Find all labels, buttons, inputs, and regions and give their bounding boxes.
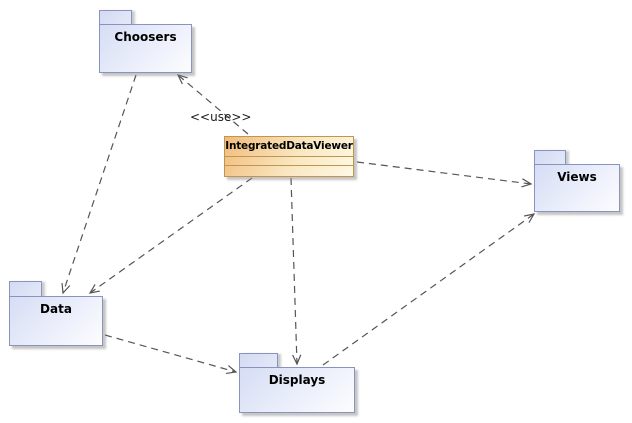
package-body: Displays (239, 367, 355, 413)
package-tab (239, 353, 278, 368)
package-body: Views (534, 164, 620, 212)
dependency-edge-displays-to-views[interactable] (322, 213, 535, 366)
dependency-edge-data-to-displays[interactable] (104, 334, 237, 373)
use-stereotype-label: <<use>> (190, 110, 252, 124)
dependency-edge-data-to-displays-arrowhead (226, 365, 238, 375)
package-label: Data (40, 302, 72, 316)
class-attributes-compartment (225, 157, 353, 166)
package-body: Data (9, 296, 103, 346)
class-integrateddataviewer[interactable]: IntegratedDataViewer (224, 136, 354, 177)
package-label: Choosers (114, 30, 177, 44)
dependency-edge-integrateddataviewer-to-displays[interactable] (290, 177, 298, 365)
dependency-edge-integrateddataviewer-to-views-arrowhead (521, 178, 533, 188)
package-label: Displays (268, 373, 326, 387)
package-views[interactable]: Views (534, 150, 620, 212)
dependency-edge-integrateddataviewer-to-data[interactable] (89, 177, 253, 294)
dependency-edge-integrateddataviewer-to-data-arrowhead (88, 284, 100, 294)
package-body: Choosers (99, 24, 192, 73)
package-tab (534, 150, 566, 165)
dependency-edge-choosers-to-data[interactable] (62, 74, 137, 294)
package-tab (9, 281, 42, 297)
package-displays[interactable]: Displays (239, 353, 355, 413)
package-tab (99, 10, 132, 25)
dependency-edge-integrateddataviewer-to-choosers[interactable] (177, 74, 249, 135)
package-choosers[interactable]: Choosers (99, 10, 192, 73)
dependency-edge-displays-to-views-arrowhead (524, 213, 536, 223)
class-operations-compartment (225, 166, 353, 176)
dependency-edge-choosers-to-data-arrowhead (61, 282, 71, 295)
dependency-edge-integrateddataviewer-to-displays-arrowhead (292, 354, 302, 366)
package-data[interactable]: Data (9, 281, 103, 346)
package-label: Views (557, 170, 597, 184)
class-name-label: IntegratedDataViewer (225, 137, 353, 157)
dependency-edge-integrateddataviewer-to-choosers-arrowhead (176, 74, 188, 85)
dependency-edge-integrateddataviewer-to-views[interactable] (356, 161, 532, 185)
